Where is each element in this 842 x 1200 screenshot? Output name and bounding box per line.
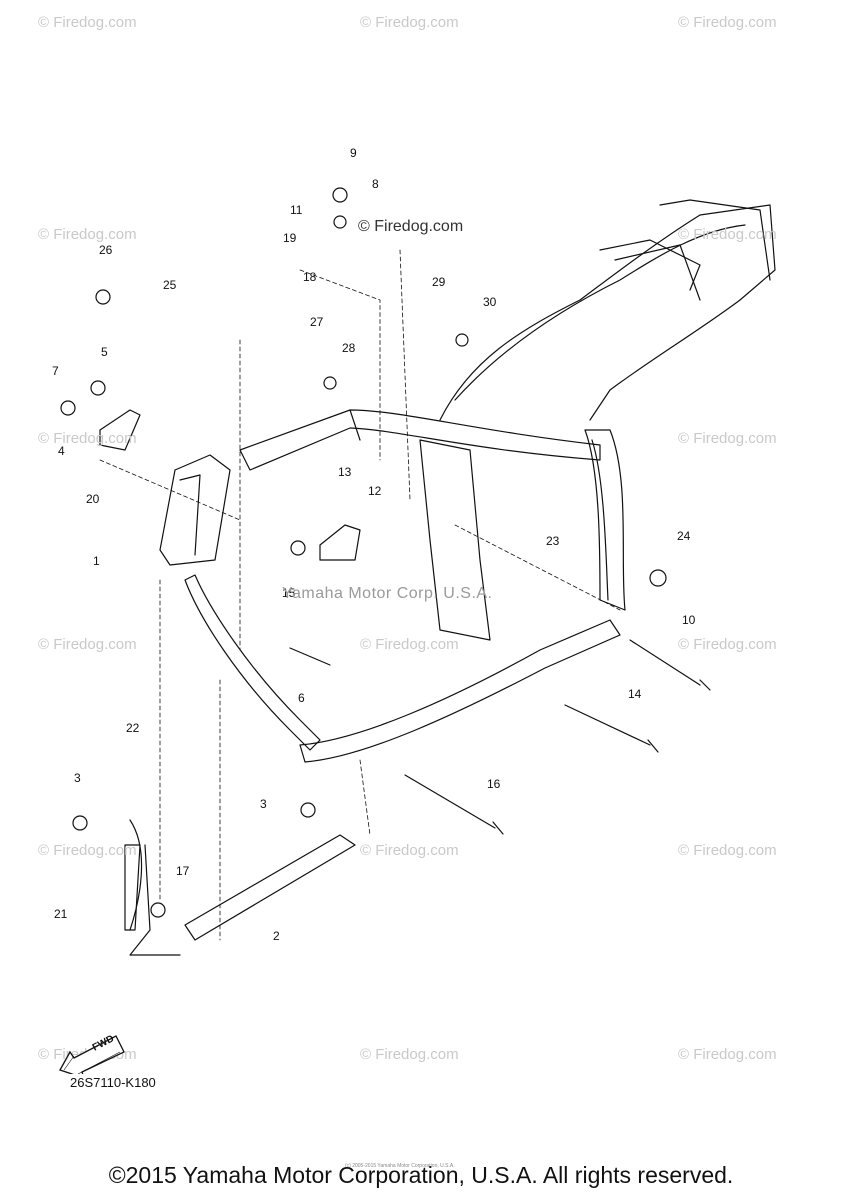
label-22: 22 xyxy=(126,721,140,735)
label-27: 27 xyxy=(310,315,324,329)
label-12: 12 xyxy=(368,484,382,498)
bolt-26 xyxy=(95,289,111,305)
label-26: 26 xyxy=(99,243,113,257)
label-10: 10 xyxy=(682,613,696,627)
label-11: 11 xyxy=(290,203,303,217)
bolt-14 xyxy=(564,704,659,753)
watermark: © Firedog.com xyxy=(38,226,137,243)
label-30: 30 xyxy=(483,295,497,309)
bolt-28 xyxy=(323,376,337,390)
label-3b: 3 xyxy=(260,797,267,811)
label-16: 16 xyxy=(487,777,501,791)
bracket-4 xyxy=(99,409,141,451)
tiny-copyright: (c) 2005-2015 Yamaha Motor Corporation, … xyxy=(345,1163,455,1169)
label-1: 1 xyxy=(93,554,100,568)
label-5: 5 xyxy=(101,345,108,359)
label-6: 6 xyxy=(298,691,305,705)
watermark: © Firedog.com xyxy=(38,430,137,447)
center-firedog-watermark: © Firedog.com xyxy=(358,218,464,235)
watermark: © Firedog.com xyxy=(38,636,137,653)
label-4: 4 xyxy=(58,444,65,458)
bolt-6 xyxy=(289,647,331,666)
label-23: 23 xyxy=(546,534,560,548)
bolt-3 xyxy=(72,815,88,831)
lower-rail xyxy=(299,619,621,763)
watermark: © Firedog.com xyxy=(360,636,459,653)
steering-head xyxy=(159,454,231,566)
label-18: 18 xyxy=(303,270,317,284)
bolt-16 xyxy=(404,774,504,835)
watermark: © Firedog.com xyxy=(360,1046,459,1063)
label-7: 7 xyxy=(52,364,59,378)
label-13: 13 xyxy=(338,465,352,479)
main-top-tube xyxy=(239,409,601,471)
bolt-3b xyxy=(300,802,316,818)
watermark: © Firedog.com xyxy=(360,14,459,31)
collar-15 xyxy=(290,540,306,556)
bottom-cross-tube xyxy=(184,834,356,941)
label-20: 20 xyxy=(86,492,100,506)
copyright-notice: ©2015 Yamaha Motor Corporation, U.S.A. A… xyxy=(108,1162,734,1188)
bolt-10 xyxy=(629,639,711,691)
label-9: 9 xyxy=(350,146,357,160)
center-plate xyxy=(419,439,491,641)
down-tube xyxy=(184,574,321,751)
grommet-24 xyxy=(649,569,667,587)
label-3: 3 xyxy=(74,771,81,785)
label-14: 14 xyxy=(628,687,642,701)
rear-frame-loop xyxy=(439,204,776,421)
diagram-code: 26S7110-K180 xyxy=(70,1075,156,1090)
label-21: 21 xyxy=(54,907,68,921)
bolt-5 xyxy=(90,380,106,396)
plate-12 xyxy=(319,524,361,561)
rear-upright xyxy=(584,429,626,611)
nut-7 xyxy=(60,400,76,416)
watermark: © Firedog.com xyxy=(38,842,137,859)
label-17: 17 xyxy=(176,864,190,878)
label-19: 19 xyxy=(283,231,297,245)
label-24: 24 xyxy=(677,529,691,543)
watermark: © Firedog.com xyxy=(678,1046,777,1063)
bolt-9 xyxy=(332,187,348,203)
watermark: © Firedog.com xyxy=(360,842,459,859)
center-watermark: Yamaha Motor Corp. U.S.A. xyxy=(282,585,493,602)
label-2: 2 xyxy=(273,929,280,943)
label-25: 25 xyxy=(163,278,177,292)
label-8: 8 xyxy=(372,177,379,191)
label-29: 29 xyxy=(432,275,446,289)
watermark: © Firedog.com xyxy=(678,842,777,859)
forward-arrow-icon xyxy=(59,1035,125,1074)
nut-17 xyxy=(150,902,166,918)
watermark: © Firedog.com xyxy=(678,430,777,447)
label-28: 28 xyxy=(342,341,356,355)
watermark: © Firedog.com xyxy=(678,226,777,243)
watermark: © Firedog.com xyxy=(38,14,137,31)
bolt-30 xyxy=(455,333,469,347)
label-15: 15 xyxy=(282,586,296,600)
watermark: © Firedog.com xyxy=(678,636,777,653)
watermark: © Firedog.com xyxy=(678,14,777,31)
nut-11 xyxy=(333,215,347,229)
